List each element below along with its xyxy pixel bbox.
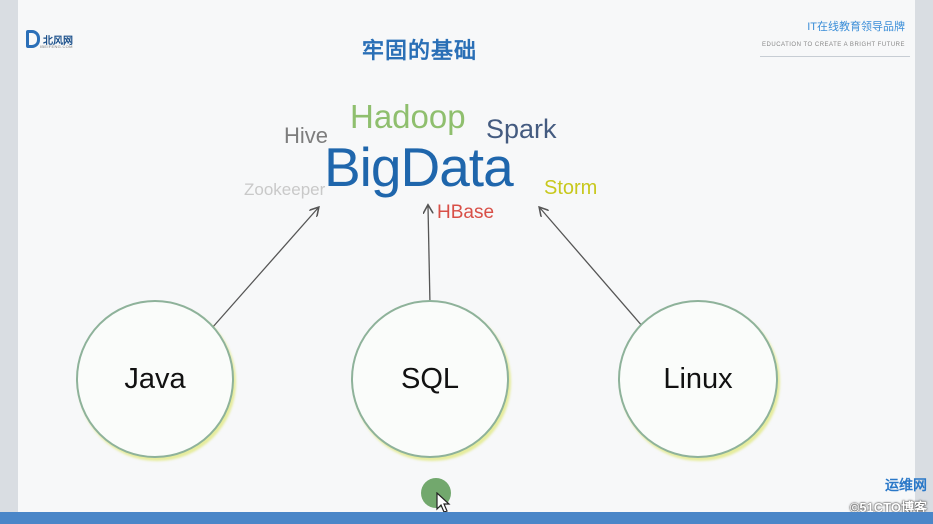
word-zookeeper: Zookeeper [244,180,326,199]
watermark: 运维网 ©51CTO博客 [850,475,927,516]
watermark-bottom: ©51CTO博客 [849,500,927,515]
left-frame-bar [0,0,18,524]
logo-icon [26,30,40,48]
mouse-cursor-icon [436,492,451,513]
arrow-java [211,208,318,329]
slogan-cn: IT在线教育领导品牌 [807,21,905,33]
circle-sql: SQL [351,300,509,458]
right-frame-bar [915,0,933,524]
word-spark: Spark [486,114,557,144]
circle-java: Java [76,300,234,458]
slogan: IT在线教育领导品牌 EDUCATION TO CREATE A BRIGHT … [762,18,905,48]
brand-logo: 北风网 [26,28,73,50]
header-divider [760,56,910,57]
word-hadoop: Hadoop [350,98,466,135]
word-bigdata: BigData [324,136,514,198]
word-hive: Hive [284,123,329,148]
logo-subtext: IBEIFENG.COM [40,44,73,49]
arrow-linux [540,208,644,328]
watermark-top: 运维网 [885,477,927,493]
label-sql: SQL [400,362,460,395]
label-linux: Linux [663,362,733,395]
word-storm: Storm [544,177,598,199]
slogan-en: EDUCATION TO CREATE A BRIGHT FUTURE [762,42,905,48]
slide-title: 牢固的基础 [362,38,478,63]
bottom-strip [0,512,933,524]
logo-text: 北风网 [43,35,73,47]
arrow-sql [428,206,430,306]
word-hbase: HBase [437,202,495,223]
label-java: Java [124,362,186,395]
circle-linux: Linux [618,300,778,458]
